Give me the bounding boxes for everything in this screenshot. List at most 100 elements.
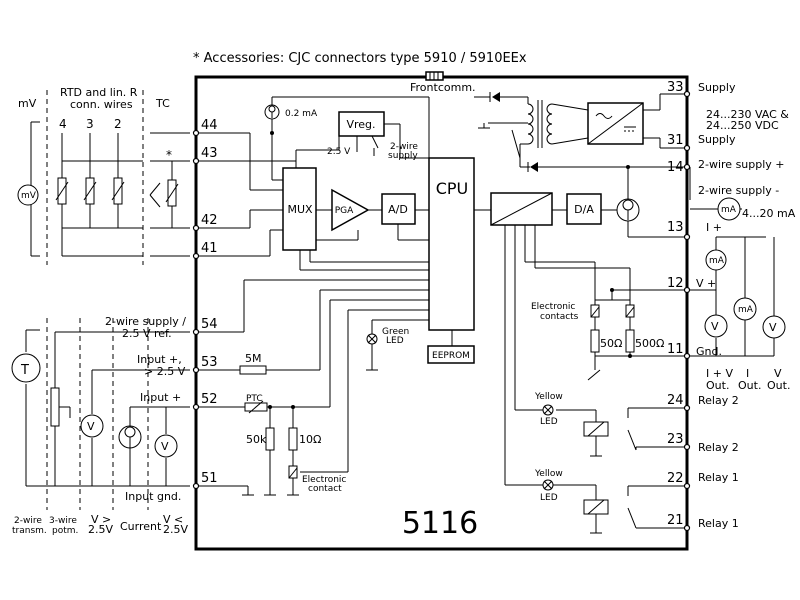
pin-52: 52 — [201, 392, 218, 407]
label-pin53-2: > 2.5 V — [144, 365, 186, 378]
bottom-header-3wire-1: 3-wire — [49, 516, 77, 526]
pin-14: 14 — [667, 160, 684, 175]
label-pin54-1: 2-wire supply / — [105, 315, 186, 328]
green-led-label-2: LED — [386, 336, 404, 346]
current-source-label: 0.2 mA — [285, 109, 318, 119]
bottom-header-vlt-1: V < — [163, 513, 183, 526]
transformer-icon — [527, 100, 589, 148]
i-plus-label: I + — [706, 221, 722, 234]
eeprom-block — [427, 345, 475, 364]
cpu-label: CPU — [436, 179, 469, 198]
header-rtd-1: RTD and lin. R — [60, 86, 138, 99]
current-range-label: 4...20 mA — [742, 207, 796, 220]
pin-42: 42 — [201, 213, 218, 228]
isolation-block — [490, 192, 553, 226]
pin-44: 44 — [201, 118, 218, 133]
output-v-meter-1-label: V — [711, 320, 719, 333]
label-pin54-2: 2.5 V ref. — [122, 327, 172, 340]
pin-23: 23 — [667, 432, 684, 447]
pin-41: 41 — [201, 241, 218, 256]
pin-54: 54 — [201, 317, 218, 332]
label-pin24: Relay 2 — [698, 394, 739, 407]
mux-label: MUX — [287, 203, 313, 216]
yellow-led-1-label-1: Yellow — [534, 469, 563, 479]
vreg-output-label: 2.5 V — [327, 147, 351, 157]
header-rtd-2: conn. wires — [70, 98, 133, 111]
output-ma-meter-top — [717, 197, 741, 221]
yellow-led-2-label-2: LED — [540, 417, 558, 427]
eeprom-label: EEPROM — [432, 351, 470, 361]
output-v-meter-2 — [762, 315, 786, 339]
pin-53: 53 — [201, 355, 218, 370]
bottom-header-vgt-2: 2.5V — [88, 523, 113, 536]
output-meter-wiring — [689, 167, 775, 357]
green-led-icon — [366, 333, 378, 345]
output-ma-meter-1 — [705, 249, 727, 271]
out-label-v-1: V — [774, 367, 782, 380]
label-pin11: Gnd. — [696, 345, 722, 358]
bottom-header-current: Current — [120, 520, 162, 533]
supply-spec-1: 24...230 VAC & — [706, 108, 789, 121]
label-pin14: 2-wire supply + — [698, 158, 785, 171]
output-terminals — [683, 90, 691, 532]
electronic-contact-label-1: Electronic — [302, 475, 346, 485]
front-comm-label: Frontcomm. — [410, 81, 476, 94]
bottom-header-vgt-1: V > — [91, 513, 111, 526]
resistor-500ohm-label: 500Ω — [635, 337, 664, 350]
voltmeter-icon-2 — [154, 434, 178, 458]
yellow-led-2-label-1: Yellow — [534, 392, 563, 402]
tc-star: * — [166, 148, 172, 162]
out-label-i-2: Out. — [738, 379, 761, 392]
voltmeter-2-label: V — [161, 440, 169, 453]
vreg-label: Vreg. — [346, 118, 375, 131]
label-pin31: Supply — [698, 133, 736, 146]
label-pin21: Relay 1 — [698, 517, 739, 530]
electronic-contacts-label-2: contacts — [540, 312, 579, 322]
resistor-50k-label: 50k — [246, 433, 267, 446]
label-pin53-1: Input +, — [137, 353, 182, 366]
label-pin22: Relay 1 — [698, 471, 739, 484]
electronic-contacts-label-1: Electronic — [531, 302, 575, 312]
output-ma-meter-2 — [733, 297, 757, 321]
yellow-led-1-icon — [542, 479, 554, 491]
current-source-input-icon — [118, 425, 142, 449]
pin-13: 13 — [667, 220, 684, 235]
dac-block — [566, 193, 602, 225]
pga-label: PGA — [335, 206, 354, 216]
pin-51: 51 — [201, 471, 218, 486]
vreg-block — [338, 111, 385, 137]
out-label-i-1: I — [746, 367, 749, 380]
label-pin23: Relay 2 — [698, 441, 739, 454]
device-model: 5116 — [402, 506, 478, 541]
yellow-led-1-label-2: LED — [540, 493, 558, 503]
rtd-wires-3: 3 — [86, 117, 94, 131]
electronic-contact-label-2: contact — [308, 484, 342, 494]
rtd-wires-2: 2 — [114, 117, 122, 131]
resistor-50ohm-label: 50Ω — [600, 337, 622, 350]
label-pin52: Input + — [140, 391, 181, 404]
dac-label: D/A — [574, 203, 594, 216]
internal-wiring — [196, 93, 687, 534]
voltmeter-1-label: V — [87, 420, 95, 433]
mv-source-label: mV — [21, 191, 37, 201]
pin-21: 21 — [667, 513, 684, 528]
pin-33: 33 — [667, 80, 684, 95]
resistor-5m-label: 5M — [245, 352, 262, 365]
label-pin33: Supply — [698, 81, 736, 94]
output-current-source-icon — [616, 182, 640, 230]
front-comm-connector — [425, 71, 444, 81]
column-separators — [46, 90, 149, 510]
voltmeter-icon-1 — [80, 414, 104, 438]
header-tc: TC — [155, 97, 170, 110]
top-input-wiring — [30, 121, 190, 257]
pin-11: 11 — [667, 342, 684, 357]
label-pin13: 2-wire supply - — [698, 184, 779, 197]
bottom-header-vlt-2: 2.5V — [163, 523, 188, 536]
supply-spec-2: 24...250 VDC — [706, 119, 779, 132]
bottom-header-2wire-2: transm. — [12, 526, 47, 536]
diode-upper-icon — [489, 92, 500, 102]
resistor-10ohm-label: 10Ω — [299, 433, 321, 446]
temperature-transmitter-icon — [11, 353, 41, 383]
bottom-input-wiring — [25, 329, 190, 487]
